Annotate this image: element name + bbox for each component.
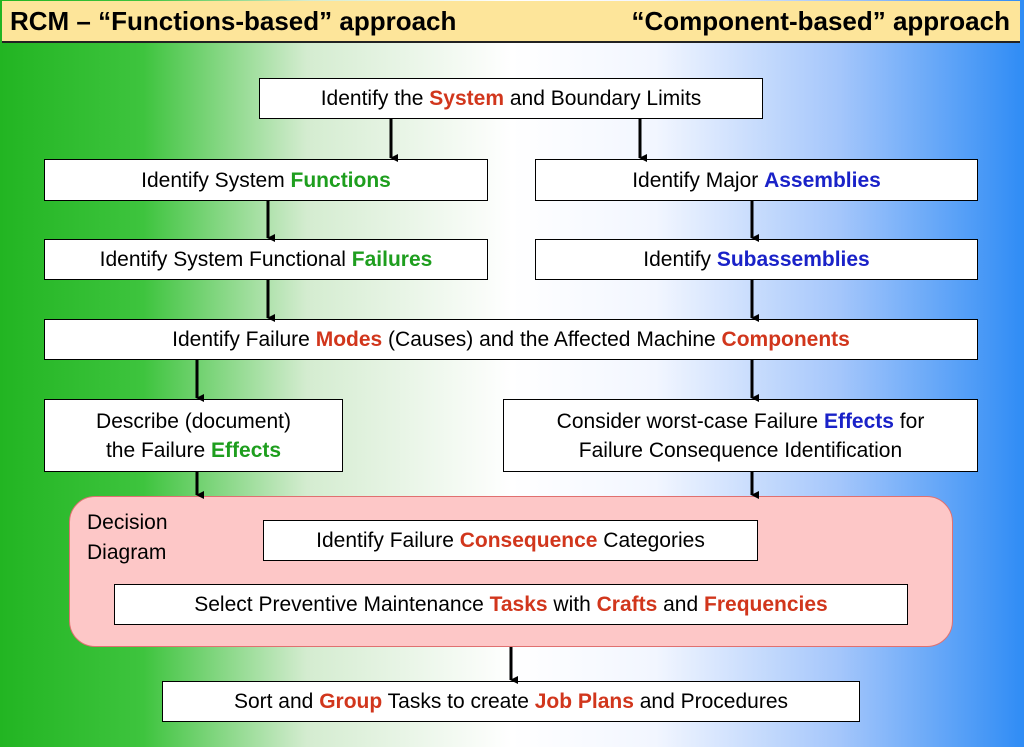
box-failure-modes: Identify Failure Modes (Causes) and the …: [44, 319, 978, 360]
box-sort-group-tasks: Sort and Group Tasks to create Job Plans…: [162, 681, 860, 722]
box-describe-effects: Describe (document)the Failure Effects: [44, 399, 343, 472]
box-identify-failures: Identify System Functional Failures: [44, 239, 488, 280]
box-consequence-categories: Identify Failure Consequence Categories: [263, 520, 758, 561]
box-select-tasks: Select Preventive Maintenance Tasks with…: [114, 584, 908, 625]
box-identify-assemblies: Identify Major Assemblies: [535, 159, 978, 201]
box-identify-system: Identify the System and Boundary Limits: [259, 78, 763, 119]
component-based-title: “Component-based” approach: [631, 6, 1010, 36]
functions-based-title: RCM – “Functions-based” approach: [10, 6, 457, 36]
box-identify-functions: Identify System Functions: [44, 159, 488, 201]
header-bar: RCM – “Functions-based” approach “Compon…: [2, 1, 1020, 43]
